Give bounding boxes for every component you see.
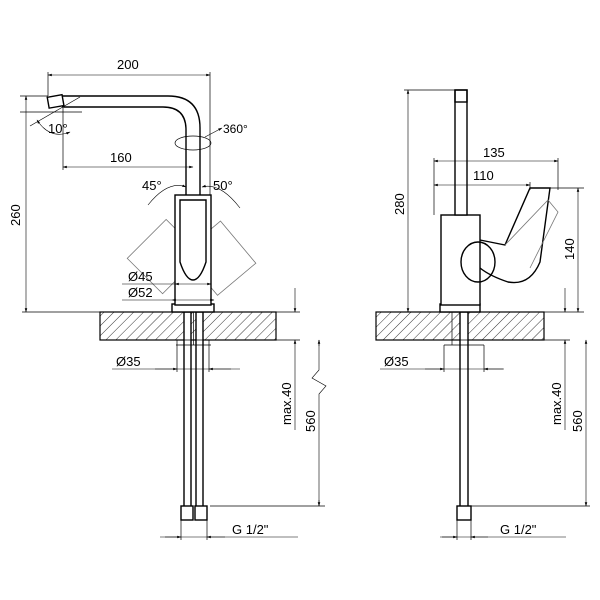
label-spout-angle: 10° [48, 121, 68, 136]
dim-base-diameter: Ø52 [128, 285, 153, 300]
tap-body-front [174, 194, 212, 306]
aerator-front [46, 93, 65, 109]
dim-side-hole-diameter: Ø35 [384, 354, 409, 369]
dim-side-hose-length: 560 [570, 410, 585, 432]
dim-hole-diameter: Ø35 [116, 354, 141, 369]
lever-front [179, 199, 207, 281]
dim-body-diameter: Ø45 [128, 269, 153, 284]
dim-max-thickness: max.40 [279, 382, 294, 425]
dim-body-reach: 110 [473, 168, 494, 183]
dim-hose-length: 560 [303, 410, 318, 432]
dim-lever-reach: 135 [483, 145, 505, 160]
side-view: 280 135 110 140 Ø35 max.40 560 [375, 89, 590, 540]
supply-hoses-front [176, 311, 211, 521]
dim-reach: 160 [110, 150, 132, 165]
dim-side-height: 280 [392, 193, 407, 215]
dim-lever-height: 140 [562, 238, 577, 260]
supply-hoses-side [444, 311, 484, 521]
spout-side [454, 89, 468, 216]
dim-total-height: 260 [8, 204, 23, 226]
dim-side-connection: G 1/2" [500, 522, 537, 537]
label-lever-right-angle: 50° [213, 178, 233, 193]
dim-spout-length: 200 [117, 57, 139, 72]
dim-connection: G 1/2" [232, 522, 269, 537]
spout-front [62, 106, 187, 195]
dim-side-max-thickness: max.40 [549, 382, 564, 425]
label-lever-left-angle: 45° [142, 178, 162, 193]
label-rotation: 360° [223, 122, 248, 136]
lever-side [479, 187, 551, 284]
front-view: 360° 10° 200 160 45° 50° 260 Ø45 Ø52 [8, 57, 327, 540]
